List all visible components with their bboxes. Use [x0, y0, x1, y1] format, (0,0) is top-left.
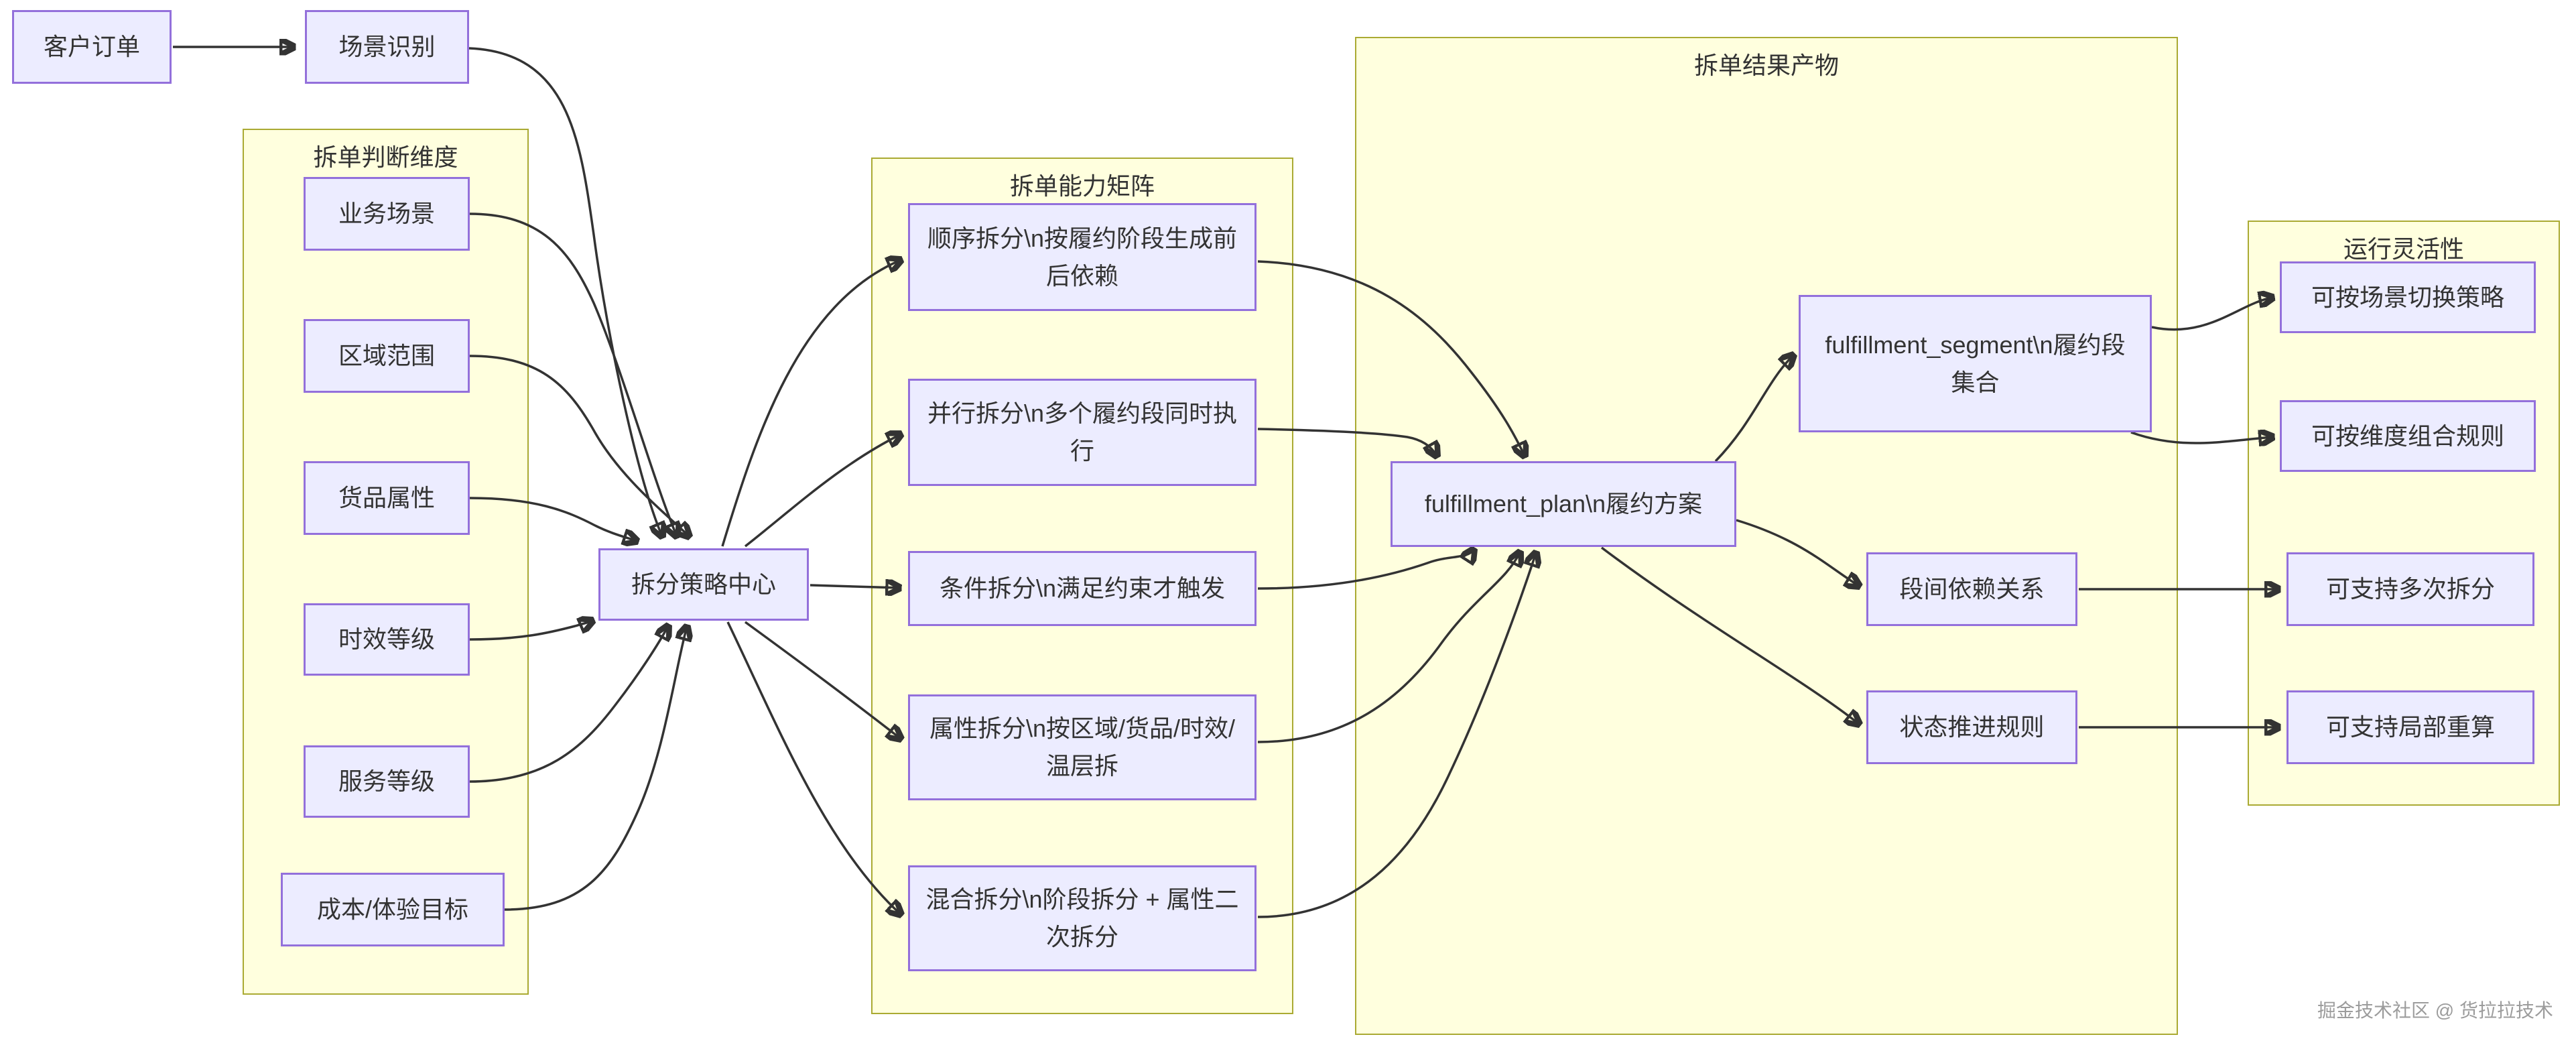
node-goods-attribute: 货品属性: [304, 461, 470, 535]
node-switch-by-scene: 可按场景切换策略: [2280, 261, 2536, 333]
node-fulfillment-plan: fulfillment_plan\n履约方案: [1391, 461, 1736, 547]
node-timeliness-level: 时效等级: [304, 603, 470, 676]
node-business-scene: 业务场景: [304, 177, 470, 251]
node-attribute-split: 属性拆分\n按区域/货品/时效/温层拆: [908, 694, 1257, 800]
node-customer-order: 客户订单: [12, 10, 172, 84]
node-combine-by-dimension: 可按维度组合规则: [2280, 400, 2536, 472]
edge-cost-goal-to-strategy-center: [504, 627, 687, 911]
group-title-result-artifacts: 拆单结果产物: [1693, 52, 1839, 79]
group-title-capability-matrix: 拆单能力矩阵: [1009, 172, 1155, 200]
group-title-judgment-dimensions: 拆单判断维度: [313, 143, 458, 171]
node-partial-recalc: 可支持局部重算: [2287, 690, 2534, 764]
node-status-progress-rule: 状态推进规则: [1866, 690, 2077, 764]
watermark: 掘金技术社区 @ 货拉拉技术: [2317, 1000, 2553, 1021]
group-split-judgment-dimensions: 拆单判断维度: [243, 129, 529, 995]
group-title-runtime-flexibility: 运行灵活性: [2343, 235, 2464, 263]
node-segment-dependency: 段间依赖关系: [1866, 552, 2077, 626]
node-region-scope: 区域范围: [304, 319, 470, 393]
node-parallel-split: 并行拆分\n多个履约段同时执行: [908, 379, 1257, 486]
node-scene-recognition: 场景识别: [305, 10, 469, 84]
node-service-level: 服务等级: [304, 745, 470, 818]
node-hybrid-split: 混合拆分\n阶段拆分 + 属性二次拆分: [908, 865, 1257, 971]
node-cost-experience-goal: 成本/体验目标: [281, 873, 505, 946]
node-sequential-split: 顺序拆分\n按履约阶段生成前后依赖: [908, 203, 1257, 311]
node-multi-split: 可支持多次拆分: [2287, 552, 2534, 626]
node-split-strategy-center: 拆分策略中心: [598, 548, 809, 621]
node-conditional-split: 条件拆分\n满足约束才触发: [908, 551, 1257, 626]
node-fulfillment-segment: fulfillment_segment\n履约段集合: [1799, 295, 2152, 432]
